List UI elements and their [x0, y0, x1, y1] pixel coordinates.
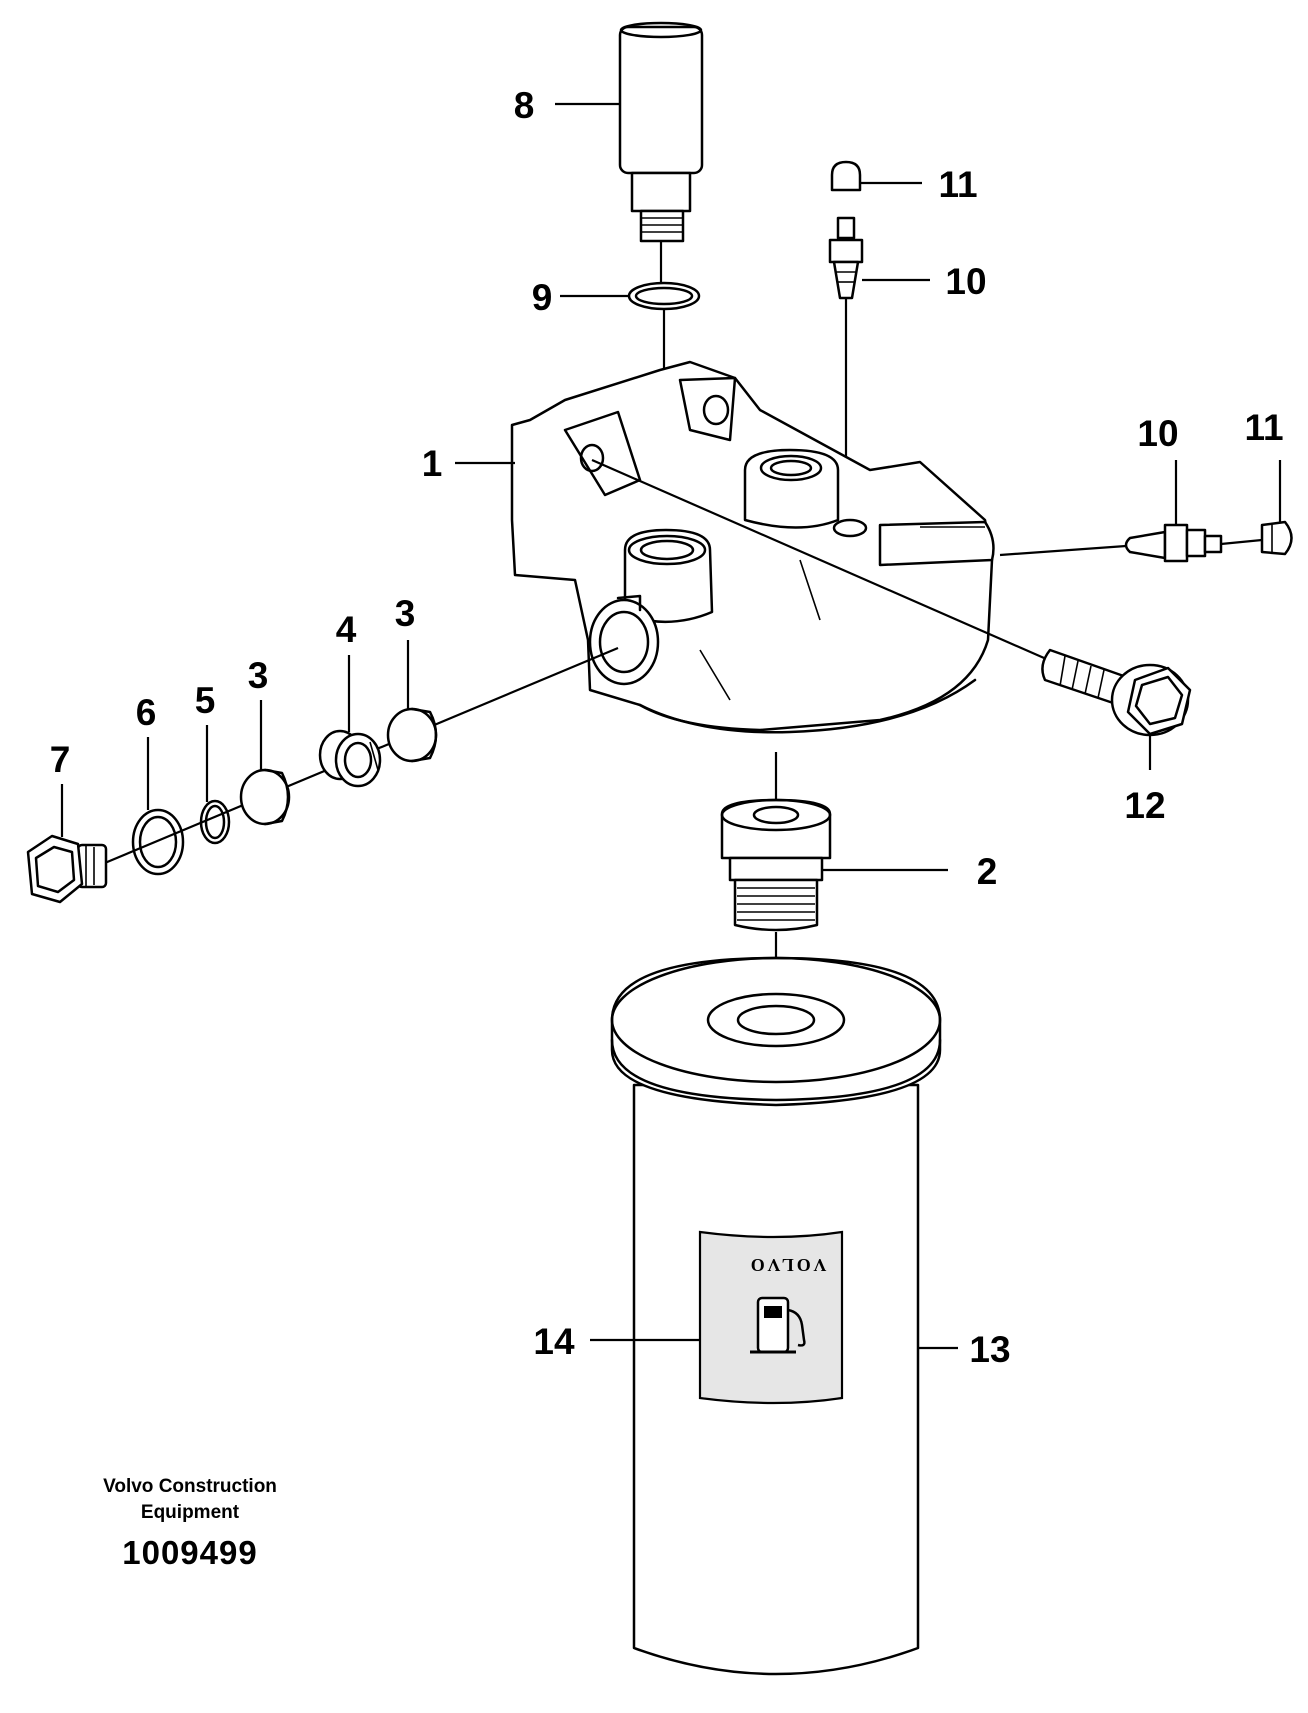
callout-9: 9: [532, 277, 553, 318]
decal-brand: VOLVO: [748, 1255, 827, 1275]
maker-name-line1: Volvo Construction: [103, 1476, 277, 1497]
callout-7: 7: [50, 739, 71, 780]
part-14-decal: VOLVO: [590, 1230, 844, 1405]
part-7-plug: [26, 784, 108, 904]
callout-12: 12: [1124, 785, 1165, 826]
callout-11-right: 11: [1244, 407, 1283, 448]
callout-11-top: 11: [938, 164, 977, 205]
nipple-axis-line-right: [999, 543, 1141, 557]
part-2-adapter: [720, 798, 948, 1020]
bolt-axis-line: [591, 458, 1061, 667]
part-6-o-ring-large: [131, 737, 185, 876]
part-12-bolt: [1041, 648, 1192, 770]
part-3-valve-disc-right: [386, 640, 438, 763]
part-11-cap-top: [830, 160, 922, 192]
callout-6: 6: [136, 692, 157, 733]
callout-3-left: 3: [248, 655, 269, 696]
part-10-nipple-right: [1124, 460, 1263, 563]
callout-1: 1: [422, 443, 443, 484]
part-8-sensor: [555, 21, 704, 282]
part-3-valve-disc-left: [239, 700, 291, 826]
maker-name-line2: Equipment: [140, 1502, 240, 1523]
part-1-filter-head: [455, 360, 995, 734]
callout-5: 5: [195, 680, 216, 721]
callout-3-right: 3: [395, 593, 416, 634]
part-4-spring-seat: [318, 655, 382, 788]
drawing-number: 1009499: [122, 1534, 258, 1571]
callout-10-top: 10: [945, 261, 986, 302]
callout-10-right: 10: [1137, 413, 1178, 454]
part-5-o-ring-small: [199, 725, 231, 845]
callout-4: 4: [336, 609, 357, 650]
callout-8: 8: [514, 85, 535, 126]
callout-14: 14: [533, 1321, 575, 1362]
part-11-cap-right: [1260, 460, 1293, 556]
callout-13: 13: [969, 1329, 1010, 1370]
fuel-pump-icon: [750, 1296, 806, 1354]
callout-2: 2: [977, 851, 998, 892]
